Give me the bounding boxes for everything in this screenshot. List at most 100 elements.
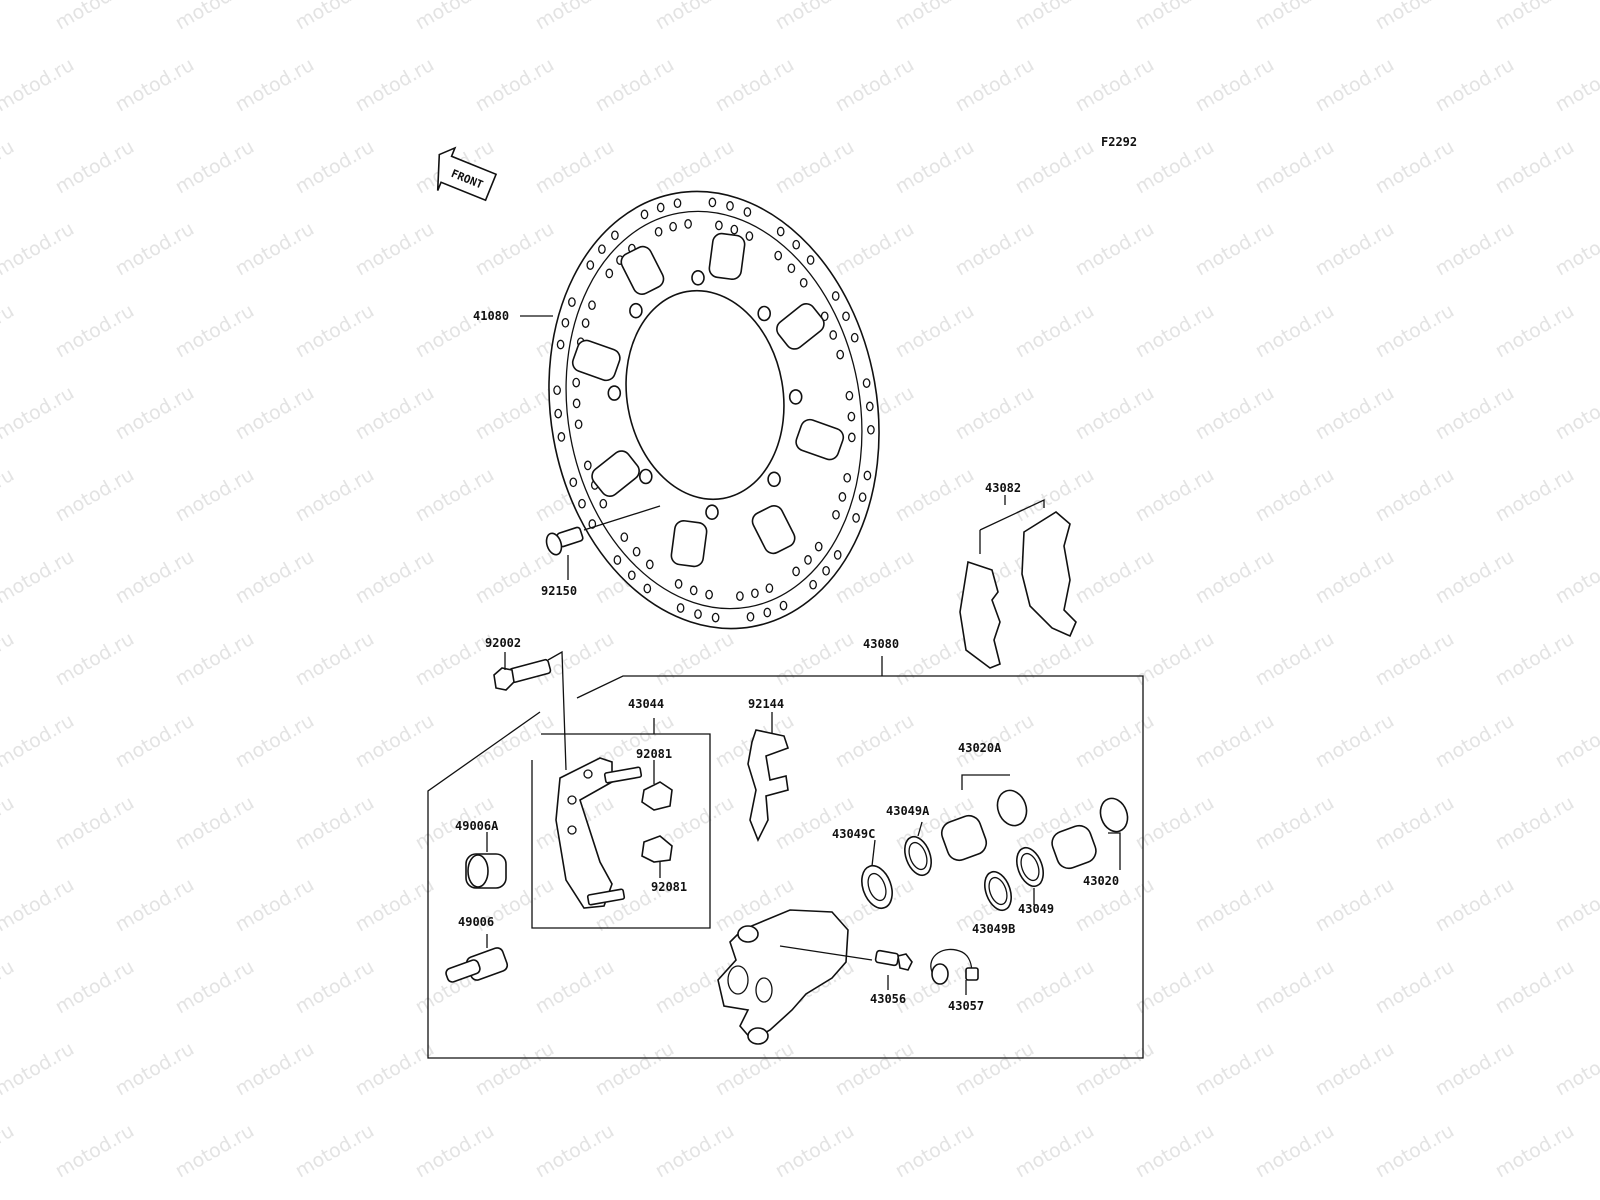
watermark-text: motod.ru (352, 54, 438, 117)
watermark-text: motod.ru (232, 710, 318, 773)
watermark-text: motod.ru (1252, 0, 1338, 34)
disc-hole (556, 339, 565, 350)
watermark-text: motod.ru (472, 54, 558, 117)
watermark-text: motod.ru (172, 956, 258, 1019)
watermark-text: motod.ru (652, 1120, 738, 1183)
watermark-text: motod.ru (472, 546, 558, 609)
watermark-text: motod.ru (1072, 710, 1158, 773)
watermark-text: motod.ru (1432, 710, 1518, 773)
disc-hole (763, 607, 772, 618)
diagram-code: F2292 (1101, 135, 1137, 149)
disc-hole (694, 609, 702, 619)
label-43020A: 43020A (958, 741, 1002, 755)
watermark-text: motod.ru (772, 136, 858, 199)
watermark-text: motod.ru (1072, 546, 1158, 609)
label-43020: 43020 (1083, 874, 1119, 888)
watermark-text: motod.ru (1132, 464, 1218, 527)
watermark-text: motod.ru (1132, 136, 1218, 199)
watermark-text: motod.ru (1372, 792, 1458, 855)
disc-mount-hole (629, 302, 643, 319)
watermark-text: motod.ru (472, 382, 558, 445)
watermark-text: motod.ru (772, 628, 858, 691)
watermark-text: motod.ru (1492, 300, 1578, 363)
disc-hole (765, 583, 774, 594)
watermark-text: motod.ru (1372, 464, 1458, 527)
front-arrow-icon: FRONT (436, 146, 498, 202)
watermark-text: motod.ru (292, 956, 378, 1019)
watermark-text: motod.ru (0, 956, 18, 1019)
label-43057: 43057 (948, 999, 984, 1013)
disc-hole (792, 566, 800, 577)
bleed-valve-drawing (874, 949, 913, 971)
disc-cutout (795, 418, 845, 461)
watermark-text: motod.ru (1072, 1038, 1158, 1101)
disc-hole (711, 612, 720, 623)
disc-hole (676, 603, 685, 613)
watermark-text: motod.ru (292, 628, 378, 691)
watermark-text: motod.ru (832, 54, 918, 117)
disc-hole (847, 411, 856, 422)
disc-hole (569, 477, 578, 488)
watermark-text: motod.ru (412, 1120, 498, 1183)
watermark-text: motod.ru (112, 218, 198, 281)
watermark-text: motod.ru (0, 628, 18, 691)
disc-hole (799, 277, 808, 288)
watermark-text: motod.ru (832, 710, 918, 773)
watermark-text: motod.ru (352, 382, 438, 445)
watermark-text: motod.ru (0, 874, 78, 937)
disc-hole (774, 250, 783, 261)
watermark-text: motod.ru (1492, 956, 1578, 1019)
watermark-text: motod.ru (112, 1038, 198, 1101)
watermark-text: motod.ru (1372, 1120, 1458, 1183)
disc-hole (572, 377, 581, 388)
watermark-text: motod.ru (52, 792, 138, 855)
watermark-text: motod.ru (292, 464, 378, 527)
brake-disc-drawing (548, 190, 880, 630)
pad-spring-drawing (747, 729, 790, 842)
watermark-text: motod.ru (412, 464, 498, 527)
watermark-text: motod.ru (712, 54, 798, 117)
disc-hole (598, 244, 606, 255)
disc-hole (776, 226, 785, 237)
label-92150: 92150 (541, 584, 577, 598)
watermark-text: motod.ru (1252, 136, 1338, 199)
disc-hole (787, 263, 796, 274)
label-92002: 92002 (485, 636, 521, 650)
watermark-text: motod.ru (1552, 218, 1600, 281)
watermark-text: motod.ru (1012, 628, 1098, 691)
disc-hole (568, 297, 576, 307)
disc-bolt-drawing (545, 505, 661, 556)
watermark-text: motod.ru (1192, 874, 1278, 937)
watermark-text: motod.ru (952, 218, 1038, 281)
disc-hole (588, 300, 596, 311)
caliper-body-drawing (717, 909, 873, 1045)
watermark-text: motod.ru (1012, 0, 1098, 34)
disc-hole (654, 226, 663, 237)
watermark-text: motod.ru (232, 1038, 318, 1101)
disc-hole (674, 579, 683, 589)
watermark-text: motod.ru (532, 956, 618, 1019)
watermark-text: motod.ru (1492, 464, 1578, 527)
disc-hole (736, 591, 744, 601)
watermark-text: motod.ru (0, 792, 18, 855)
watermark-text: motod.ru (1312, 1038, 1398, 1101)
watermark-text: motod.ru (592, 54, 678, 117)
disc-hole (581, 318, 590, 328)
watermark-text: motod.ru (892, 136, 978, 199)
watermark-text: motod.ru (232, 546, 318, 609)
watermark-text: motod.ru (1192, 218, 1278, 281)
disc-hole (689, 585, 698, 596)
watermark-text: motod.ru (172, 136, 258, 199)
watermark-text: motod.ru (1552, 1038, 1600, 1101)
watermark-text: motod.ru (1492, 792, 1578, 855)
disc-hole (867, 424, 875, 435)
watermark-text: motod.ru (0, 0, 18, 34)
disc-hole (574, 419, 583, 430)
watermark-text: motod.ru (532, 1120, 618, 1183)
disc-hole (605, 268, 614, 279)
label-92144: 92144 (748, 697, 784, 711)
watermark-text: motod.ru (352, 546, 438, 609)
disc-cutout (571, 339, 621, 382)
watermark-text: motod.ru (1012, 300, 1098, 363)
watermark-text: motod.ru (892, 300, 978, 363)
